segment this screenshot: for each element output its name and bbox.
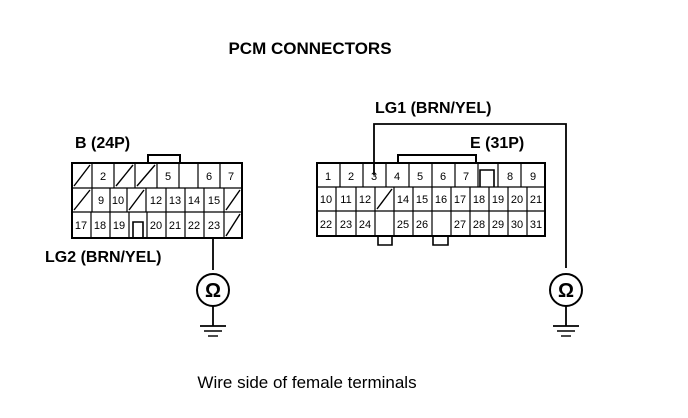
terminal-number: 20 [511, 194, 523, 206]
terminal-number: 12 [359, 194, 371, 206]
terminal-number: 15 [416, 194, 428, 206]
terminal-number: 17 [454, 194, 466, 206]
terminal-number: 27 [454, 219, 466, 231]
terminal-number: 5 [165, 171, 171, 183]
terminal-number: 9 [98, 195, 104, 207]
terminal-number: 29 [492, 219, 504, 231]
terminal-number: 11 [340, 194, 351, 206]
terminal-number: 12 [150, 195, 162, 207]
terminal-number: 21 [530, 194, 542, 206]
diagram-caption: Wire side of female terminals [197, 373, 416, 392]
terminal-number: 24 [359, 219, 371, 231]
ohm-symbol-right: Ω [558, 280, 574, 302]
terminal-number: 3 [371, 171, 377, 183]
connector-e [316, 154, 546, 246]
terminal-number: 7 [463, 171, 469, 183]
terminal-number: 6 [206, 171, 212, 183]
terminal-number: 30 [511, 219, 523, 231]
terminal-number: 15 [208, 195, 220, 207]
terminal-number: 22 [188, 220, 200, 232]
terminal-number: 26 [416, 219, 428, 231]
terminal-number: 28 [473, 219, 485, 231]
terminal-number: 5 [417, 171, 423, 183]
terminal-number: 18 [94, 220, 106, 232]
terminal-number: 21 [169, 220, 181, 232]
terminal-number: 19 [113, 220, 125, 232]
connector-e-label: E (31P) [470, 135, 524, 152]
diagram-title: PCM CONNECTORS [228, 39, 391, 58]
terminal-number: 14 [397, 194, 409, 206]
connector-b-terminals: 2 5 6 7 9 10 12 13 14 15 17 18 19 20 21 … [75, 171, 234, 232]
terminal-number: 6 [440, 171, 446, 183]
terminal-number: 20 [150, 220, 162, 232]
ohm-symbol-left: Ω [205, 280, 221, 302]
terminal-number: 9 [530, 171, 536, 183]
terminal-number: 8 [507, 171, 513, 183]
terminal-number: 2 [100, 171, 106, 183]
terminal-number: 16 [435, 194, 447, 206]
terminal-number: 31 [530, 219, 542, 231]
terminal-number: 19 [492, 194, 504, 206]
terminal-number: 10 [112, 195, 124, 207]
terminal-number: 7 [228, 171, 234, 183]
terminal-number: 13 [169, 195, 181, 207]
terminal-number: 10 [320, 194, 332, 206]
terminal-number: 18 [473, 194, 485, 206]
terminal-number: 14 [188, 195, 200, 207]
lg2-test-lead [196, 237, 230, 337]
lg1-test-lead [373, 123, 583, 337]
terminal-number: 22 [320, 219, 332, 231]
connector-b-label: B (24P) [75, 135, 130, 152]
connector-e-terminals: 1 2 3 4 5 6 7 8 9 10 11 12 14 15 16 17 1… [320, 171, 542, 231]
terminal-number: 1 [325, 171, 331, 183]
terminal-number: 17 [75, 220, 87, 232]
terminal-number: 23 [340, 219, 352, 231]
terminal-number: 2 [348, 171, 354, 183]
lg1-wire-label: LG1 (BRN/YEL) [375, 100, 491, 117]
terminal-number: 4 [394, 171, 400, 183]
connector-b [71, 154, 243, 239]
terminal-number: 23 [208, 220, 220, 232]
lg2-wire-label: LG2 (BRN/YEL) [45, 249, 161, 266]
terminal-number: 25 [397, 219, 409, 231]
connector-e-housing [316, 162, 546, 237]
